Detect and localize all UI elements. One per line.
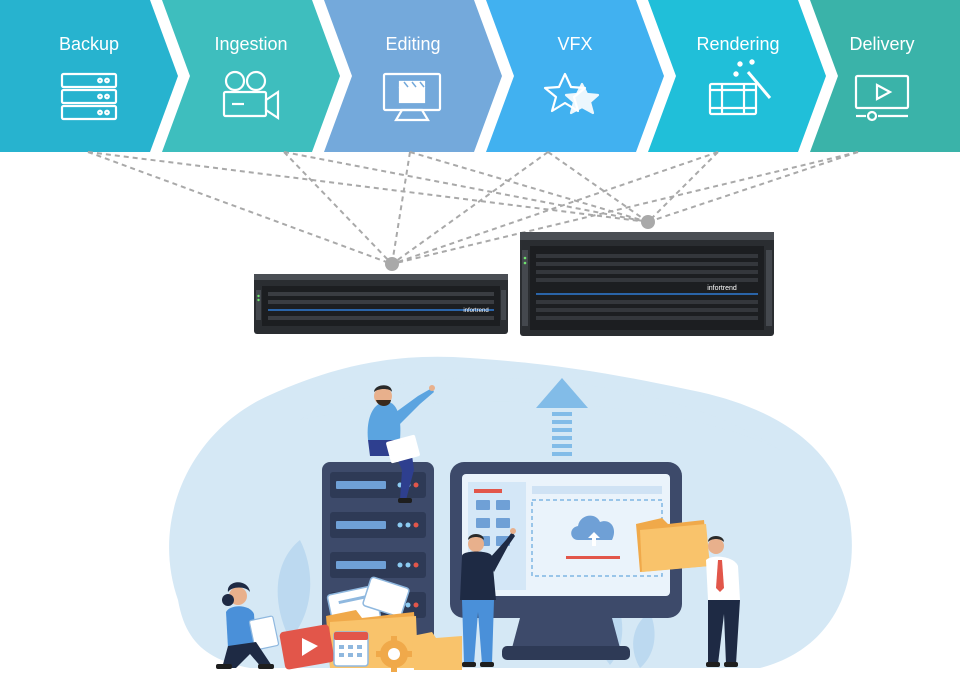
stage-rendering: Rendering bbox=[648, 0, 826, 152]
connection-line bbox=[87, 151, 393, 265]
connection-line bbox=[391, 151, 859, 265]
stage-vfx: VFX bbox=[486, 0, 664, 152]
workflow-bar: Backup Ingestion bbox=[0, 0, 960, 152]
connection-line bbox=[391, 151, 411, 265]
connection-line bbox=[409, 151, 649, 223]
stage-backup: Backup bbox=[0, 0, 178, 152]
video-file-icon bbox=[279, 624, 335, 670]
connection-line bbox=[283, 151, 649, 223]
stage-vfx-chevron bbox=[486, 0, 664, 152]
stage-editing-label: Editing bbox=[385, 34, 440, 54]
storage-connections bbox=[87, 151, 859, 265]
film-magic-wand-icon bbox=[708, 59, 772, 116]
stage-ingestion: Ingestion bbox=[162, 0, 340, 152]
calendar-icon bbox=[333, 631, 369, 667]
monitor-clapperboard-icon bbox=[382, 72, 442, 122]
storage-systems: infortrend infortrend bbox=[254, 215, 774, 336]
stage-backup-label: Backup bbox=[59, 34, 119, 54]
storage-brand-right: infortrend bbox=[707, 285, 737, 292]
connection-line bbox=[647, 151, 719, 223]
large-monitor bbox=[450, 462, 682, 660]
stage-editing-chevron bbox=[324, 0, 502, 152]
cloud-upload-icon bbox=[571, 515, 615, 546]
gear-icon bbox=[376, 636, 412, 672]
storage-hub-left bbox=[385, 257, 399, 271]
server-rack-icon bbox=[60, 72, 118, 121]
storage-brand-left: infortrend bbox=[463, 308, 488, 314]
connection-line bbox=[647, 151, 859, 223]
video-camera-icon bbox=[222, 70, 280, 121]
stage-backup-chevron bbox=[0, 0, 178, 152]
storage-unit-4u: infortrend bbox=[520, 215, 774, 336]
stage-vfx-label: VFX bbox=[557, 34, 592, 54]
stage-ingestion-chevron bbox=[162, 0, 340, 152]
storage-unit-2u: infortrend bbox=[254, 257, 508, 334]
play-screen-icon bbox=[854, 74, 910, 122]
connection-line bbox=[283, 151, 393, 265]
person-at-monitor bbox=[460, 528, 516, 667]
workspace-illustration bbox=[169, 356, 852, 672]
connection-line bbox=[87, 151, 649, 223]
upload-arrow-icon bbox=[536, 378, 588, 456]
stage-delivery-label: Delivery bbox=[849, 34, 914, 54]
person-carrying-folder bbox=[636, 518, 740, 667]
connection-line bbox=[547, 151, 649, 223]
stage-rendering-label: Rendering bbox=[696, 34, 779, 54]
stage-ingestion-label: Ingestion bbox=[214, 34, 287, 54]
media-file-pile bbox=[279, 576, 462, 672]
connection-line bbox=[391, 151, 719, 265]
person-pointing-on-server bbox=[367, 385, 435, 503]
storage-hub-right bbox=[641, 215, 655, 229]
stars-icon bbox=[543, 72, 600, 115]
stage-editing: Editing bbox=[324, 0, 502, 152]
person-kneeling-with-clipboard bbox=[216, 582, 280, 669]
stage-delivery: Delivery bbox=[810, 0, 960, 152]
